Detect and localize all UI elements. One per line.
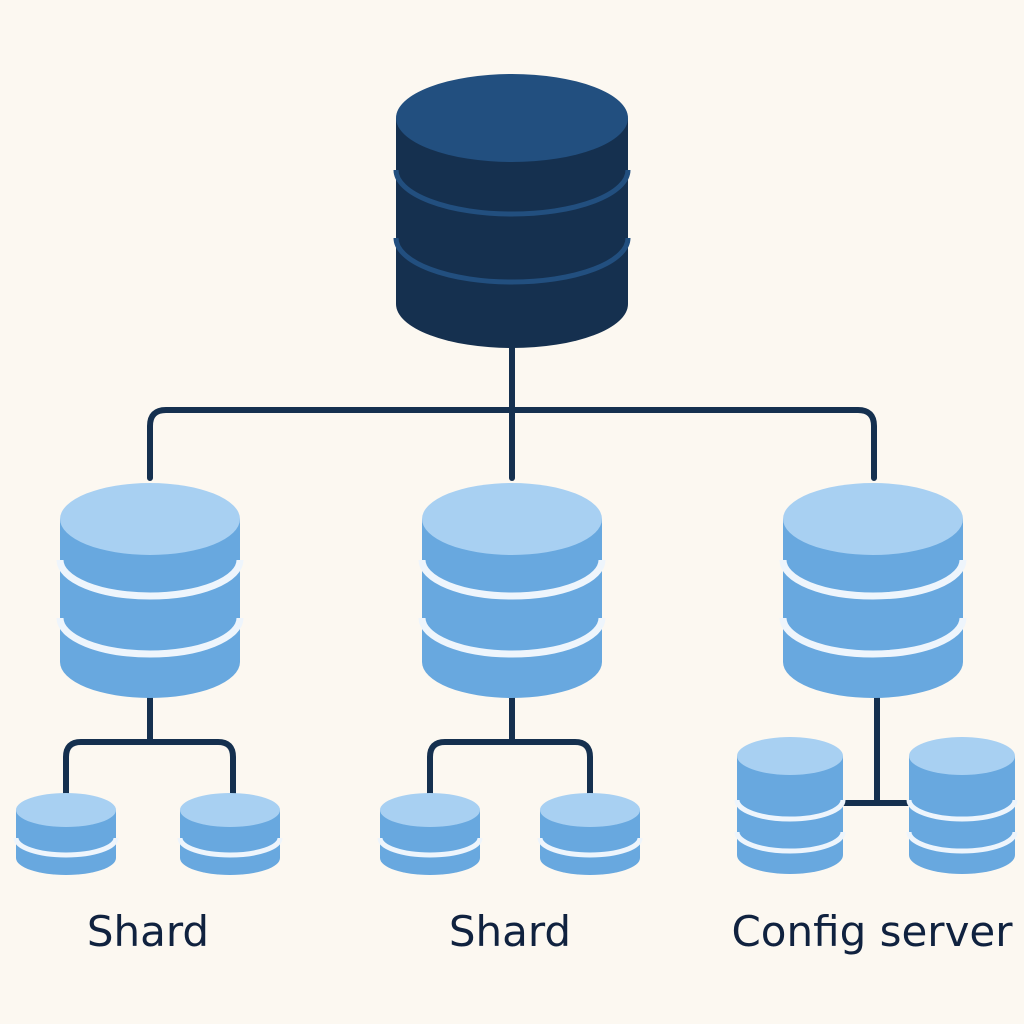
shard-1-replica-b-icon [177,793,283,875]
config-server-database-icon [779,483,967,698]
shard-1-database-icon [56,483,244,698]
router-database-icon [393,74,631,348]
shard-2-database-icon [418,483,606,698]
config-replica-b-icon [906,737,1018,874]
config-server-label: Config server [731,907,1013,956]
shard-1-replica-a-icon [13,793,119,875]
config-replica-a-icon [734,737,846,874]
database-nodes [13,74,1018,875]
shard1-branch-connector [63,739,236,798]
shard-2-replica-b-icon [537,793,643,875]
shard-label-1: Shard [86,907,210,956]
main-branch-connector [147,407,877,481]
connectors [63,332,915,806]
shard2-branch-connector [427,739,593,798]
shard-label-2: Shard [448,907,572,956]
shard-2-replica-a-icon [377,793,483,875]
